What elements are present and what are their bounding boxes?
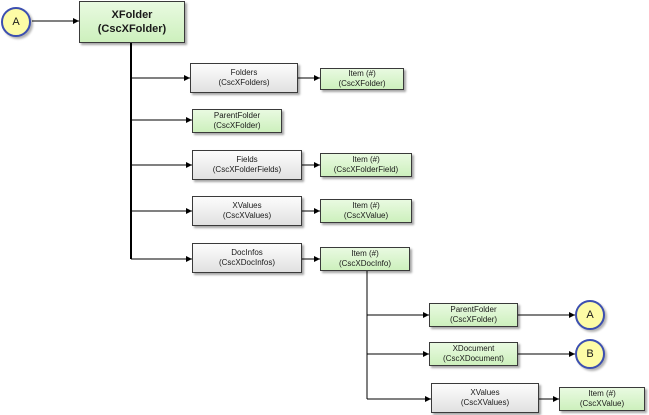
node-fields-type: (CscXFolderFields) [212, 165, 282, 174]
node-folders-name: Folders [230, 68, 258, 77]
node-doc-xvalues: XValues (CscXValues) [431, 383, 539, 413]
reference-circle-a-right-label: A [586, 309, 594, 321]
node-doc-parentfolder-name: ParentFolder [450, 305, 497, 314]
node-doc-parentfolder: ParentFolder (CscXFolder) [429, 303, 518, 327]
node-fields-item-name: Item (#) [352, 155, 380, 164]
node-doc-parentfolder-type: (CscXFolder) [449, 315, 498, 324]
node-xvalues-item-name: Item (#) [352, 201, 380, 210]
node-doc-xvalues-item: Item (#) (CscXValue) [559, 387, 645, 411]
node-doc-xvalues-item-type: (CscXValue) [579, 399, 625, 408]
node-xvalues-type: (CscXValues) [222, 211, 272, 220]
node-parentfolder: ParentFolder (CscXFolder) [192, 109, 282, 133]
reference-circle-a-right: A [575, 300, 605, 330]
node-folders: Folders (CscXFolders) [190, 63, 298, 93]
node-parentfolder-type: (CscXFolder) [213, 121, 261, 130]
node-doc-xdocument-name: XDocument [452, 344, 495, 353]
node-fields: Fields (CscXFolderFields) [192, 150, 302, 180]
node-xvalues-item: Item (#) (CscXValue) [320, 199, 412, 223]
node-xfolder: XFolder (CscXFolder) [79, 1, 185, 43]
node-docinfos: DocInfos (CscXDocInfos) [192, 243, 302, 273]
reference-circle-a: A [1, 7, 31, 37]
node-docinfos-item-name: Item (#) [351, 249, 379, 258]
reference-circle-b-label: B [586, 348, 594, 360]
node-xvalues-name: XValues [232, 201, 262, 210]
node-fields-name: Fields [236, 155, 258, 164]
node-doc-xvalues-item-name: Item (#) [588, 389, 616, 398]
node-fields-item-type: (CscXFolderField) [333, 165, 399, 174]
node-fields-item: Item (#) (CscXFolderField) [320, 153, 412, 177]
node-docinfos-type: (CscXDocInfos) [218, 258, 275, 267]
node-xvalues: XValues (CscXValues) [192, 196, 302, 226]
reference-circle-a-label: A [12, 16, 20, 28]
node-doc-xvalues-type: (CscXValues) [460, 398, 510, 407]
node-folders-type: (CscXFolders) [218, 78, 270, 87]
node-parentfolder-name: ParentFolder [213, 111, 261, 120]
node-doc-xvalues-name: XValues [470, 388, 500, 397]
node-folders-item-type: (CscXFolder) [338, 79, 386, 88]
node-folders-item-name: Item (#) [348, 69, 376, 78]
node-xvalues-item-type: (CscXValue) [343, 211, 389, 220]
node-docinfos-name: DocInfos [231, 248, 263, 257]
node-xfolder-type: (CscXFolder) [97, 23, 167, 35]
reference-circle-b: B [575, 339, 605, 369]
node-xfolder-name: XFolder [111, 9, 153, 21]
node-docinfos-item-type: (CscXDocInfo) [338, 259, 391, 268]
node-doc-xdocument-type: (CscXDocument) [443, 354, 504, 363]
node-docinfos-item: Item (#) (CscXDocInfo) [320, 247, 410, 271]
node-doc-xdocument: XDocument (CscXDocument) [429, 342, 518, 366]
node-folders-item: Item (#) (CscXFolder) [320, 68, 404, 90]
